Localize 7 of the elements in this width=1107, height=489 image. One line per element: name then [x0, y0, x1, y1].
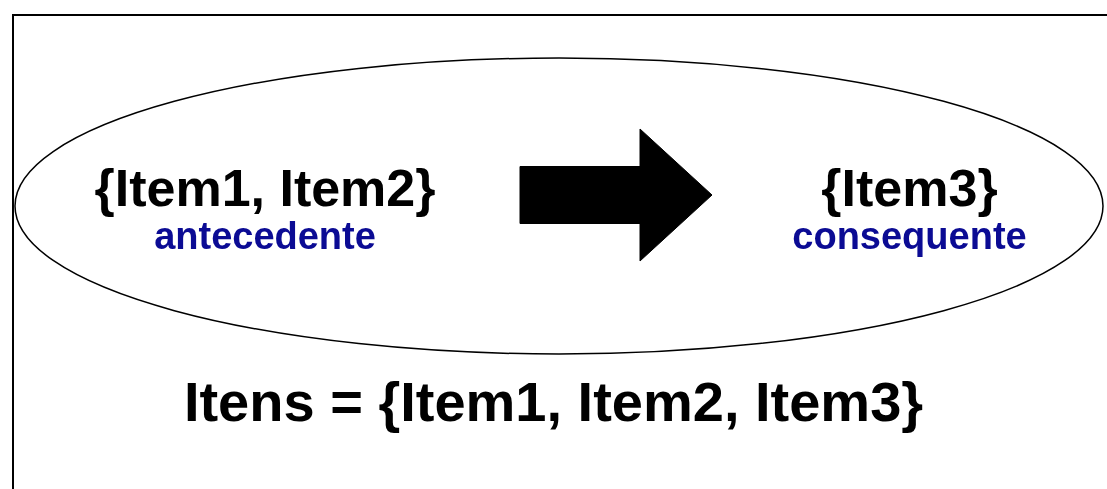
- block-arrow: [519, 128, 713, 262]
- role-label: consequente: [792, 216, 1027, 256]
- role-label: antecedente: [154, 216, 376, 256]
- set-notation-text: {Item3}: [821, 160, 998, 216]
- set-notation-text: {Item1, Item2}: [94, 160, 436, 216]
- ellipse-outline: [14, 57, 1104, 355]
- set-definition-text: Itens = {Item1, Item2, Item3}: [183, 370, 924, 434]
